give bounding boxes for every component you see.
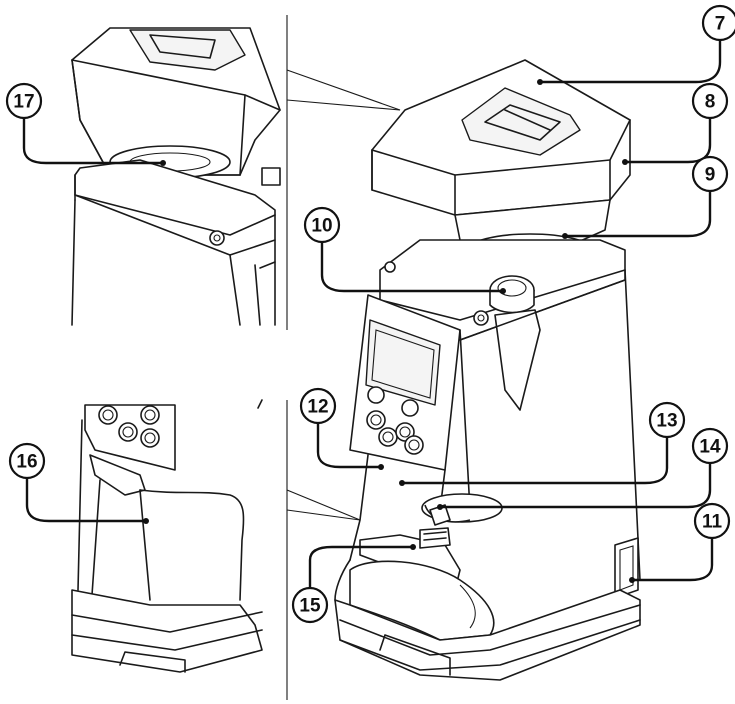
divider-lines (286, 15, 401, 700)
callout-15: 15 (291, 586, 329, 624)
leader-7 (538, 28, 722, 84)
callout-9-label: 9 (705, 165, 716, 186)
callout-11: 11 (693, 502, 731, 540)
callout-8: 8 (691, 82, 729, 120)
callout-16: 16 (8, 442, 46, 480)
callout-14: 14 (691, 427, 729, 465)
leader-13 (400, 425, 669, 485)
leader-15 (308, 545, 415, 600)
leader-lines (22, 28, 722, 600)
callout-9: 9 (691, 155, 729, 193)
callout-15-label: 15 (299, 596, 321, 617)
detail-top-left (71, 27, 281, 326)
main-grinder (334, 59, 641, 681)
leader-12 (316, 411, 383, 469)
leader-17 (22, 106, 165, 165)
callout-13: 13 (648, 401, 686, 439)
callout-13-label: 13 (656, 411, 677, 432)
callout-17-label: 17 (13, 92, 34, 113)
callout-14-label: 14 (699, 437, 721, 458)
leader-11 (630, 526, 714, 582)
callout-12: 12 (299, 387, 337, 425)
callout-10-label: 10 (311, 216, 332, 237)
leader-8 (623, 106, 712, 164)
callout-17: 17 (5, 82, 43, 120)
leader-10 (320, 230, 505, 293)
callout-7: 7 (701, 4, 735, 42)
callout-10: 10 (303, 206, 341, 244)
callout-11-label: 11 (702, 512, 723, 533)
callout-12-label: 12 (307, 397, 328, 418)
leader-16 (25, 466, 148, 523)
detail-bottom-left (71, 399, 263, 673)
callout-16-label: 16 (16, 452, 37, 473)
callout-8-label: 8 (705, 92, 716, 113)
leader-14 (438, 451, 712, 509)
callout-7-label: 7 (715, 14, 726, 35)
leader-9 (563, 179, 712, 238)
